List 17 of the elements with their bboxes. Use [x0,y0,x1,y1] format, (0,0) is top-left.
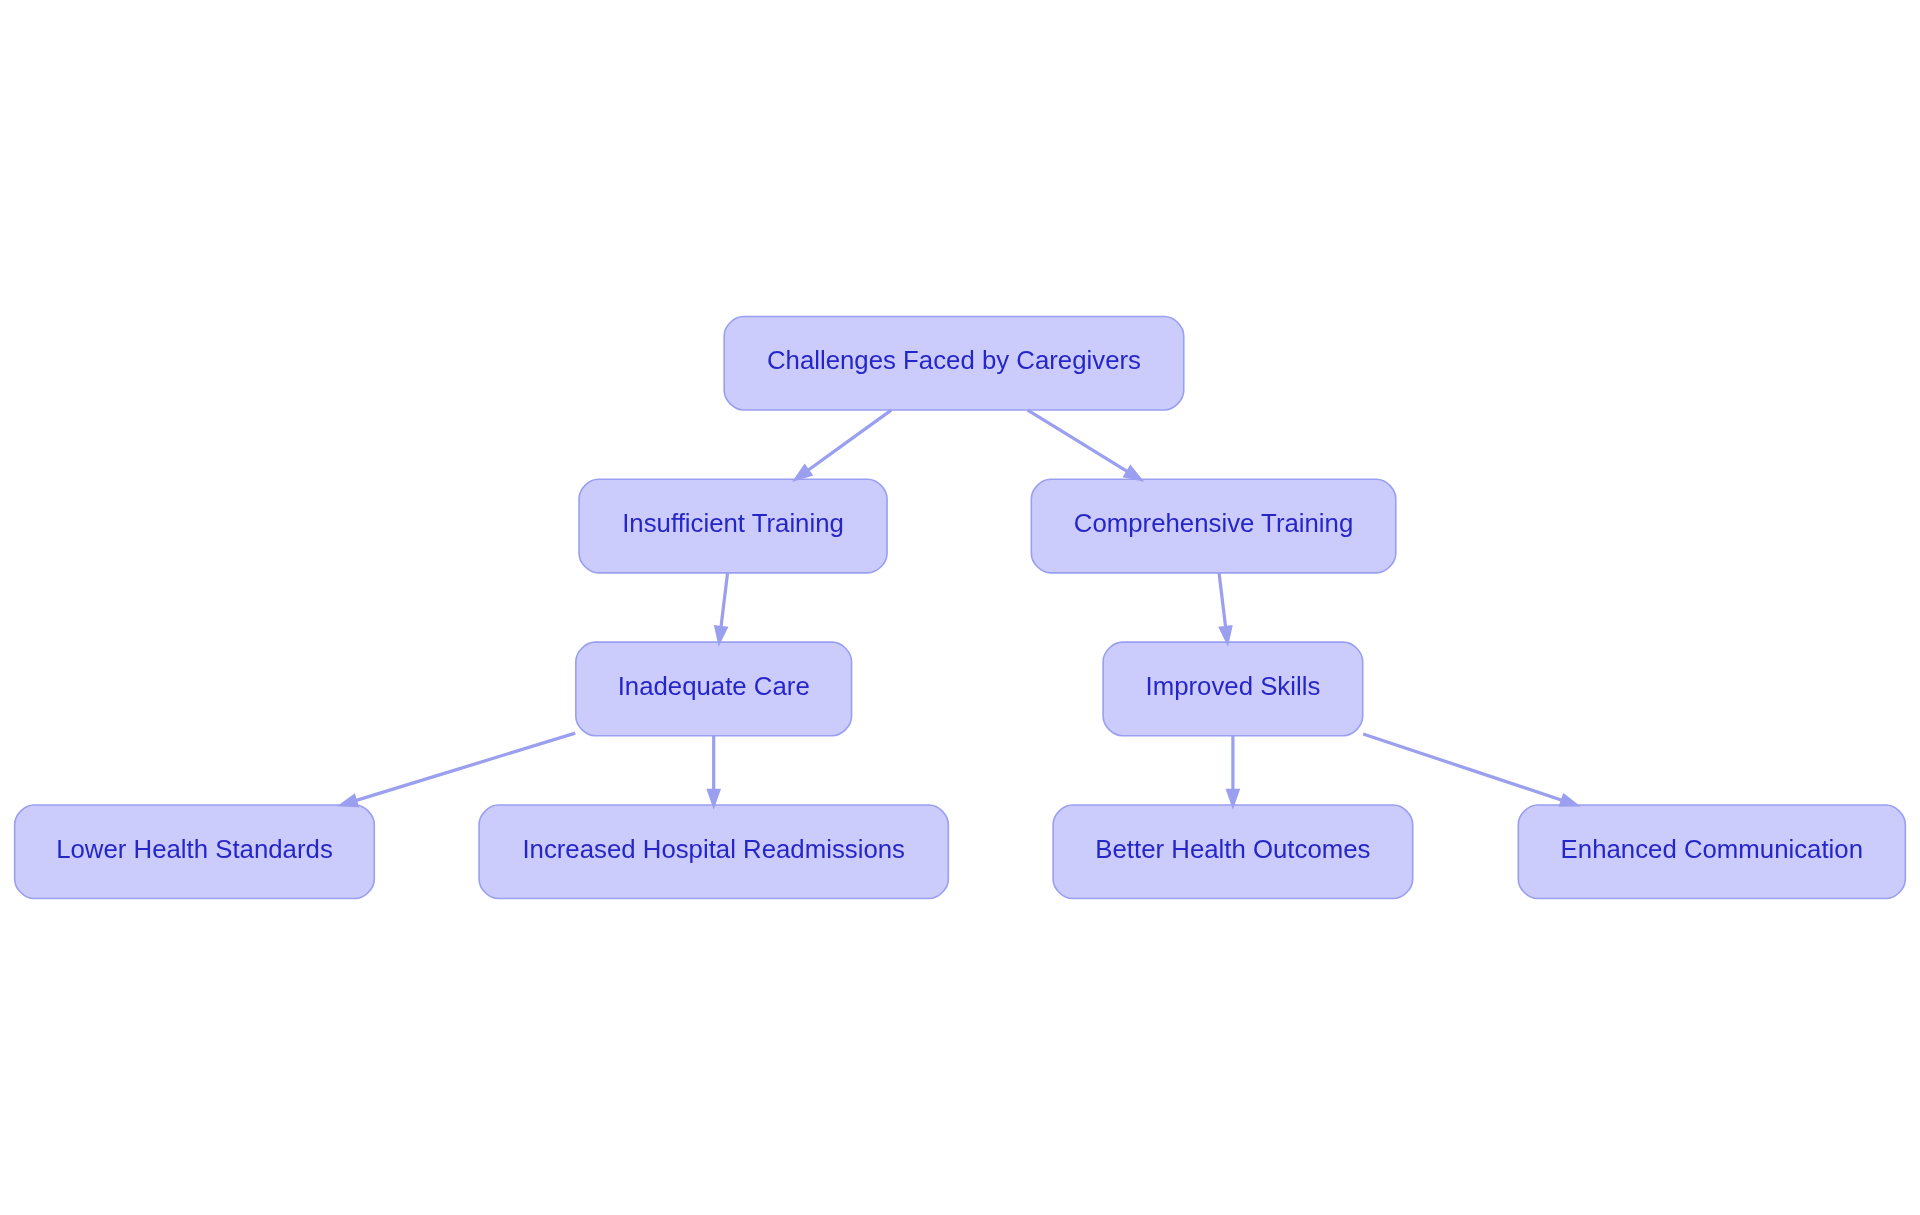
node-box: Enhanced Communication [1517,804,1907,900]
arrow [337,731,576,808]
node-box: Improved Skills [1102,641,1364,737]
arrow [1362,732,1581,807]
node-box: Inadequate Care [575,641,853,737]
node-box: Challenges Faced by Caregivers [723,315,1185,411]
node-box: Insufficient Training [578,478,888,574]
arrow [1026,408,1145,482]
arrow [791,408,893,482]
node-box: Better Health Outcomes [1052,804,1414,900]
arrow [1225,735,1241,810]
node-box: Lower Health Standards [13,804,376,900]
arrow [1217,572,1233,647]
node-box: Comprehensive Training [1030,478,1397,574]
node-box: Increased Hospital Readmissions [478,804,950,900]
arrow [713,572,730,647]
arrow [706,735,722,810]
